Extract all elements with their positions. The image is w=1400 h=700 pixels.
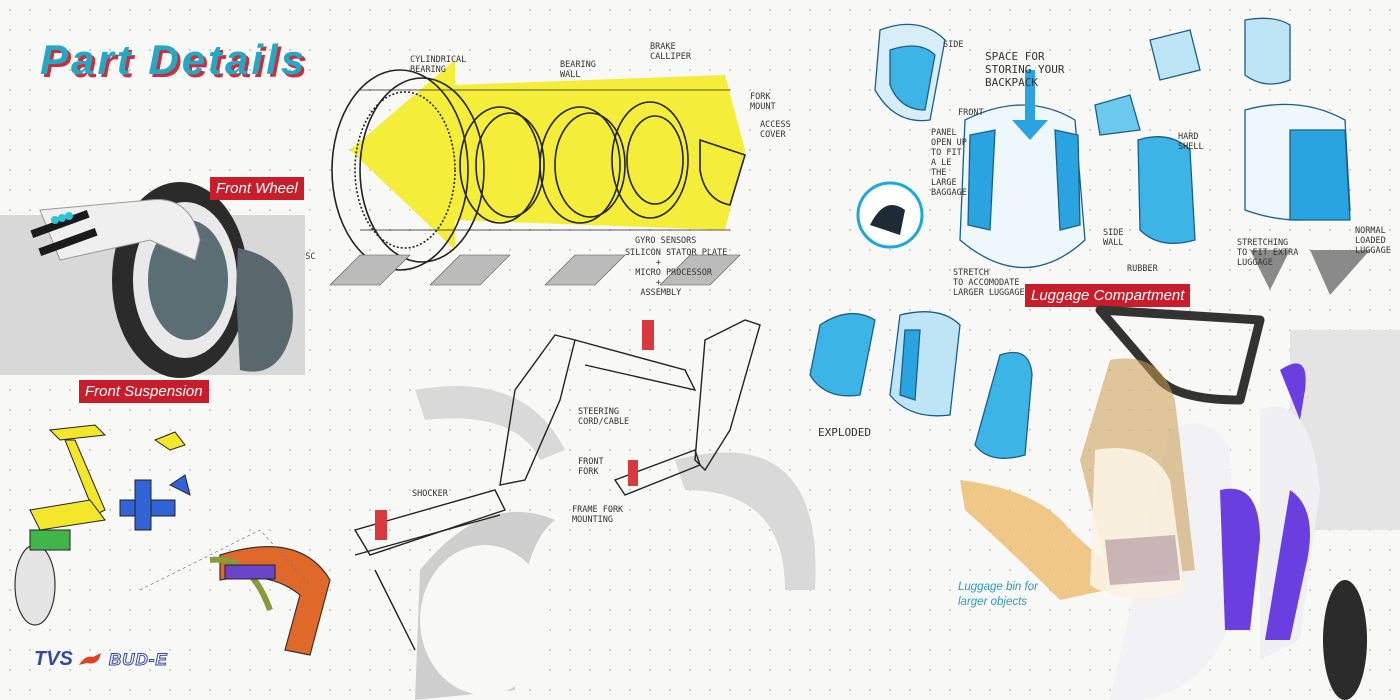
brand-logo: TVS BUD-E [34, 648, 168, 671]
caption-luggage-bin: Luggage bin for larger objects [958, 581, 1038, 608]
callout-shocker: SHOCKER [412, 489, 448, 499]
callout-stretching: STRETCHING TO FIT EXTRA LUGGAGE [1237, 238, 1299, 268]
callout-normal-loaded: NORMAL LOADED LUGGAGE [1355, 226, 1391, 256]
callout-frame-fork-mounting: FRAME FORK MOUNTING [572, 505, 624, 525]
callout-silicon-stator-plate: SILICON STATOR PLATE + MICRO PROCESSOR +… [625, 248, 728, 298]
label-front-wheel: Front Wheel [210, 177, 304, 200]
callout-cylindrical-bearing: CYLINDRICAL BEARING [410, 55, 467, 75]
callout-panel-open-up: PANEL OPEN UP TO FIT A LE THE LARGE BAGG… [931, 128, 967, 198]
callout-side-wall: SIDE WALL [1103, 228, 1124, 248]
scooter-render [960, 305, 1367, 700]
front-wheel-render [30, 182, 293, 378]
callout-brake-calliper: BRAKE CALLIPER [650, 42, 691, 62]
callout-fork-mount: FORK MOUNT [750, 92, 776, 112]
brand-logo-tvs: TVS [34, 648, 73, 670]
callout-hard-shell: HARD SHELL [1178, 132, 1204, 152]
callout-bearing-wall: BEARING WALL [560, 60, 596, 80]
callout-side: SIDE [943, 40, 964, 50]
callout-rubber: RUBBER [1127, 264, 1158, 274]
callout-front: FRONT [958, 108, 984, 118]
luggage-exploded-sketch [809, 311, 1033, 459]
callout-front-fork: FRONT FORK [578, 457, 604, 477]
callout-exploded: EXPLODED [818, 426, 871, 439]
label-front-suspension: Front Suspension [79, 380, 209, 403]
luggage-compartment-sketches [856, 17, 1370, 295]
callout-gyro-sensors: GYRO SENSORS [635, 236, 697, 246]
callout-access-cover: ACCESS COVER [760, 120, 791, 140]
front-suspension-pencil-sketch [353, 319, 816, 700]
front-suspension-color-sketch [14, 424, 331, 656]
front-wheel-exploded-sketch [329, 60, 746, 286]
callout-steering-cord: STEERING CORD/CABLE [578, 407, 630, 427]
callout-space-backpack: SPACE FOR STORING YOUR BACKPACK [985, 50, 1065, 89]
horse-icon [78, 652, 101, 665]
page-title: Part Details [40, 36, 308, 83]
label-luggage-compartment: Luggage Compartment [1025, 284, 1191, 307]
callout-disc: DISC [295, 252, 316, 262]
brand-logo-bud-e: BUD-E [108, 649, 168, 669]
callout-stretch-accommodate: STRETCH TO ACCOMODATE LARGER LUGGAGE [953, 268, 1025, 298]
